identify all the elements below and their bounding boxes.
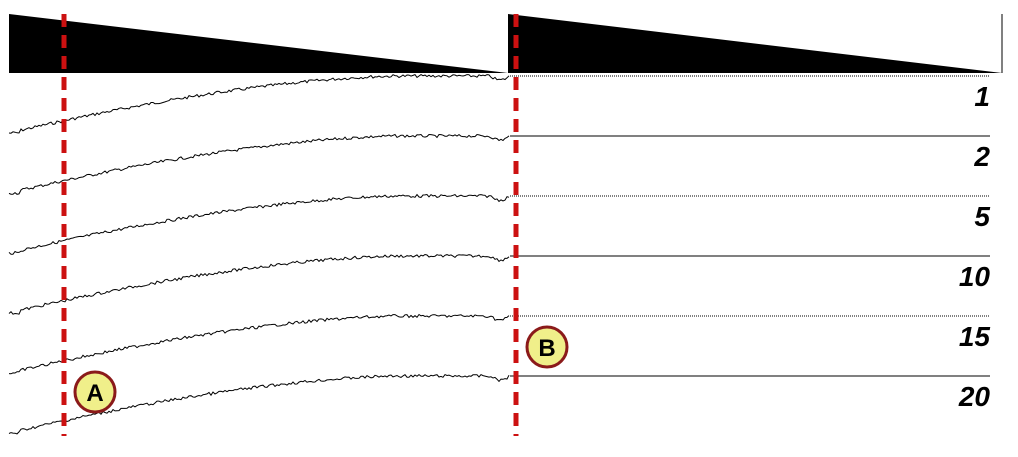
trace-label-5: 5 xyxy=(974,201,990,232)
trace-1-rise xyxy=(8,73,510,134)
marker-b: B xyxy=(525,325,569,369)
marker-a: A xyxy=(73,370,117,414)
trace-2-rise xyxy=(8,133,510,195)
trace-label-1: 1 xyxy=(974,81,990,112)
trace-15-rise xyxy=(8,313,510,375)
trace-label-2: 2 xyxy=(973,141,990,172)
trace-label-10: 10 xyxy=(959,261,991,292)
ramp-stimulus-2 xyxy=(508,14,1002,73)
trace-20-rise xyxy=(8,373,510,435)
trace-label-20: 20 xyxy=(958,381,991,412)
marker-b-circle xyxy=(525,325,569,369)
marker-a-label: A xyxy=(86,380,103,407)
traces-group xyxy=(8,73,990,435)
trace-5-rise xyxy=(8,193,510,255)
marker-b-label: B xyxy=(538,335,555,362)
trace-labels: 1 2 5 10 15 20 xyxy=(958,81,991,412)
marker-a-circle xyxy=(73,370,117,414)
trace-10-rise xyxy=(8,253,510,315)
ramp-stimulus-1 xyxy=(9,14,508,73)
trace-label-15: 15 xyxy=(959,321,991,352)
